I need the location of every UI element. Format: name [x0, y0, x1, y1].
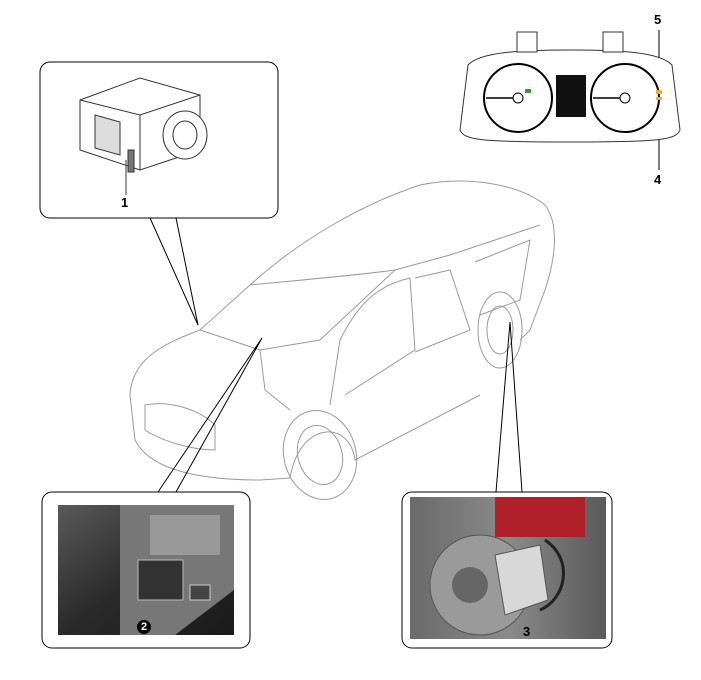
instrument-cluster: [459, 31, 681, 143]
abs-unit-box: [39, 61, 279, 219]
callout-3-label: 3: [523, 624, 531, 639]
car-illustration: [129, 180, 555, 500]
rear-caliper-box: [401, 491, 613, 649]
callout-1-label: 1: [121, 195, 129, 210]
callout-2-label: 2: [137, 620, 151, 634]
callout-5-label: 5: [654, 12, 662, 27]
epb-switch-box: [41, 491, 251, 649]
callout-4-label: 4: [654, 172, 662, 187]
